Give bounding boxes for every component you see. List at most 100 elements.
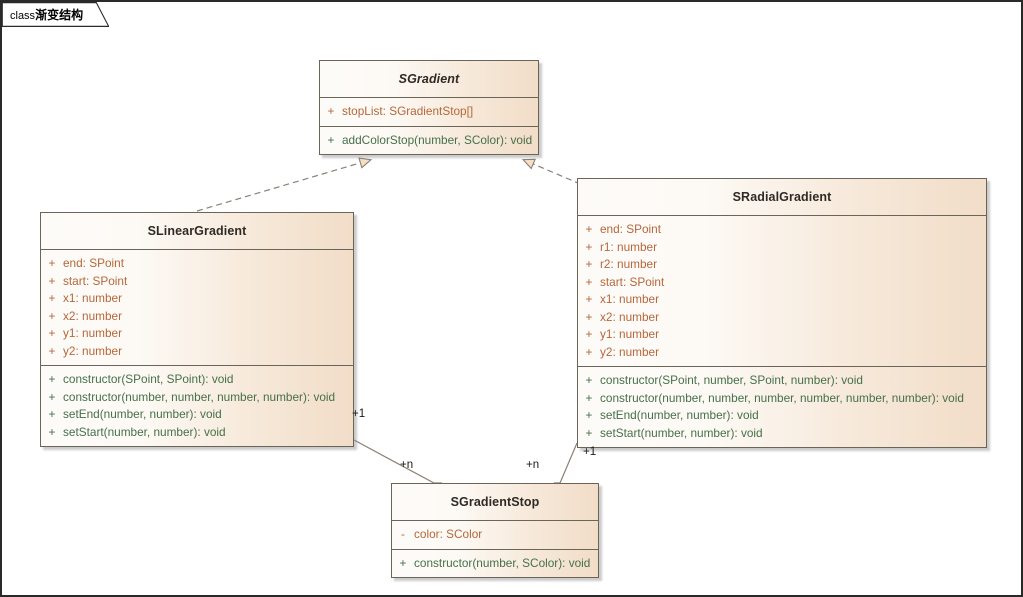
visibility-marker: + [585, 344, 593, 359]
visibility-marker: + [48, 308, 56, 323]
visibility-marker: + [327, 104, 335, 118]
attribute-signature: r2: number [600, 257, 658, 271]
attribute-row[interactable]: + y2: number [41, 343, 353, 361]
operation-signature: setEnd(number, number): void [63, 407, 222, 421]
operations-compartment-sradialgradient: + constructor(SPoint, number, SPoint, nu… [578, 366, 986, 447]
visibility-marker: + [585, 292, 593, 306]
attribute-signature: end: SPoint [63, 256, 124, 270]
visibility-marker: + [585, 327, 593, 341]
attribute-row[interactable]: + end: SPoint [41, 255, 353, 273]
operation-row[interactable]: + constructor(SPoint, SPoint): void [41, 371, 353, 389]
attribute-row[interactable]: + x1: number [41, 290, 353, 308]
attribute-signature: color: SColor [414, 527, 483, 541]
visibility-marker: + [48, 424, 56, 439]
visibility-marker: + [48, 291, 56, 305]
attribute-signature: x1: number [63, 291, 123, 305]
class-box-sgradientstop[interactable]: SGradientStop - color: SColor + construc… [391, 483, 599, 578]
operation-signature: setStart(number, number): void [600, 425, 763, 440]
attribute-signature: x2: number [600, 309, 660, 324]
class-name-slineargradient: SLinearGradient [147, 224, 247, 238]
attribute-row[interactable]: + x2: number [41, 308, 353, 326]
visibility-marker: + [48, 256, 56, 270]
visibility-marker: + [48, 407, 56, 421]
class-box-sgradient[interactable]: SGradient + stopList: SGradientStop[] + … [319, 60, 539, 155]
rel-linear-stop [353, 439, 442, 484]
operation-row[interactable]: + addColorStop(number, SColor): void [320, 132, 538, 150]
rel-linear-realizes-gradient [196, 157, 373, 212]
operation-signature: addColorStop(number, SColor): void [342, 132, 533, 147]
attribute-row[interactable]: + y1: number [41, 325, 353, 343]
attribute-row[interactable]: + end: SPoint [578, 221, 986, 239]
operation-row[interactable]: + setEnd(number, number): void [41, 406, 353, 424]
mult-radial-source: +1 [583, 446, 597, 458]
attribute-row[interactable]: + y2: number [578, 344, 986, 362]
visibility-marker: + [585, 373, 593, 387]
attribute-row[interactable]: + start: SPoint [41, 273, 353, 291]
operation-row[interactable]: + setStart(number, number): void [578, 425, 986, 443]
frame-title-label: class渐变结构 [10, 6, 83, 23]
attribute-row[interactable]: + stopList: SGradientStop[] [320, 103, 538, 121]
attribute-signature: end: SPoint [600, 222, 661, 236]
operation-row[interactable]: + constructor(number, number, number, nu… [41, 389, 353, 407]
attribute-row[interactable]: + r2: number [578, 256, 986, 274]
operation-row[interactable]: + constructor(number, number, number, nu… [578, 390, 986, 408]
visibility-marker: - [401, 527, 405, 541]
attribute-signature: r1: number [600, 239, 658, 254]
operation-signature: constructor(number, number, number, numb… [600, 390, 964, 405]
visibility-marker: + [585, 408, 593, 422]
visibility-marker: + [585, 274, 593, 289]
mult-linear-source: +1 [352, 408, 366, 420]
attribute-signature: y2: number [600, 344, 660, 359]
attribute-signature: y2: number [63, 343, 123, 358]
rel-radial-stop [554, 442, 578, 484]
attribute-row[interactable]: + x2: number [578, 309, 986, 327]
operation-signature: constructor(SPoint, number, SPoint, numb… [600, 373, 863, 387]
visibility-marker: + [48, 273, 56, 288]
class-name-sgradient: SGradient [398, 72, 460, 86]
visibility-marker: + [48, 372, 56, 386]
visibility-marker: + [327, 132, 335, 147]
attribute-signature: start: SPoint [600, 274, 665, 289]
visibility-marker: + [585, 222, 593, 236]
attribute-row[interactable]: + y1: number [578, 326, 986, 344]
attribute-signature: start: SPoint [63, 273, 128, 288]
attributes-compartment-sgradient: + stopList: SGradientStop[] [320, 97, 538, 126]
frame-keyword: class [10, 10, 36, 22]
operation-signature: constructor(SPoint, SPoint): void [63, 372, 234, 386]
visibility-marker: + [585, 390, 593, 405]
operation-row[interactable]: + setEnd(number, number): void [578, 407, 986, 425]
operation-signature: setStart(number, number): void [63, 424, 226, 439]
operation-row[interactable]: + setStart(number, number): void [41, 424, 353, 442]
operation-row[interactable]: + constructor(SPoint, number, SPoint, nu… [578, 372, 986, 390]
attribute-row[interactable]: + start: SPoint [578, 274, 986, 292]
attribute-row[interactable]: + x1: number [578, 291, 986, 309]
frame-title-tab[interactable]: class渐变结构 [2, 2, 110, 27]
attributes-compartment-slineargradient: + end: SPoint + start: SPoint + x1: numb… [41, 249, 353, 365]
class-name-sradialgradient: SRadialGradient [732, 190, 832, 204]
mult-linear-target: +n [400, 459, 414, 471]
frame-name: 渐变结构 [35, 8, 84, 22]
visibility-marker: + [585, 309, 593, 324]
operations-compartment-sgradient: + addColorStop(number, SColor): void [320, 125, 538, 155]
class-box-sradialgradient[interactable]: SRadialGradient + end: SPoint + r1: numb… [577, 178, 987, 448]
attribute-row[interactable]: + r1: number [578, 239, 986, 257]
class-box-slineargradient[interactable]: SLinearGradient + end: SPoint + start: S… [40, 212, 354, 447]
attributes-compartment-sradialgradient: + end: SPoint + r1: number + r2: number … [578, 215, 986, 366]
visibility-marker: + [48, 343, 56, 358]
visibility-marker: + [48, 326, 56, 340]
visibility-marker: + [399, 555, 407, 570]
operation-signature: constructor(number, SColor): void [414, 555, 591, 570]
visibility-marker: + [48, 389, 56, 404]
operation-signature: constructor(number, number, number, numb… [63, 389, 336, 404]
operation-signature: setEnd(number, number): void [600, 408, 759, 422]
attribute-row[interactable]: - color: SColor [392, 526, 598, 544]
attribute-signature: x2: number [63, 308, 123, 323]
visibility-marker: + [585, 239, 593, 254]
operations-compartment-sgradientstop: + constructor(number, SColor): void [392, 548, 598, 578]
attributes-compartment-sgradientstop: - color: SColor [392, 520, 598, 549]
class-name-sgradientstop: SGradientStop [450, 495, 540, 509]
attribute-signature: stopList: SGradientStop[] [342, 104, 474, 118]
operation-row[interactable]: + constructor(number, SColor): void [392, 555, 598, 573]
visibility-marker: + [585, 257, 593, 271]
